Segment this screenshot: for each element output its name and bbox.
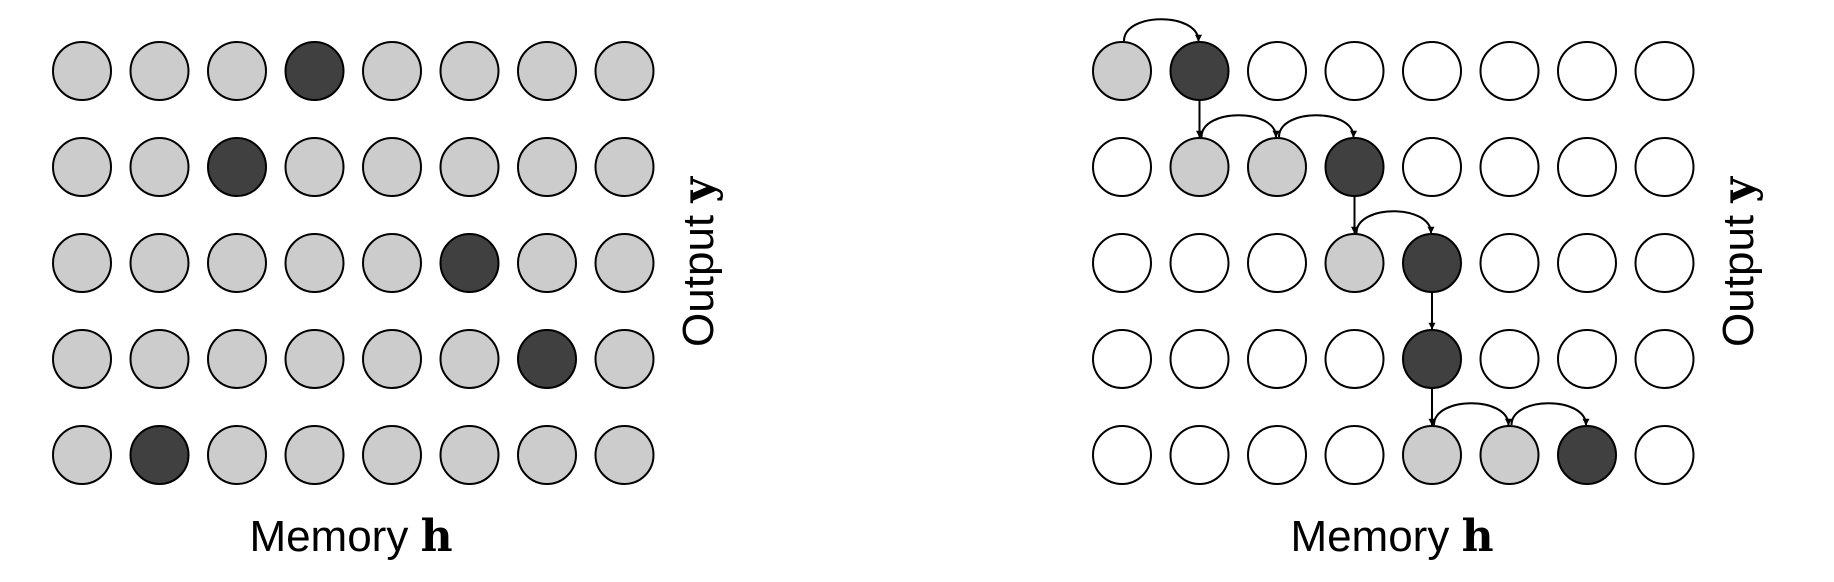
attended-memory-cell	[284, 137, 345, 197]
selected-memory-cell	[1169, 41, 1230, 101]
panel-left	[52, 41, 655, 485]
shift-arrow	[1433, 402, 1512, 426]
unused-memory-cell	[1247, 425, 1307, 485]
panel-right	[1092, 18, 1695, 485]
unused-memory-cell	[1324, 41, 1385, 101]
attended-memory-cell	[284, 329, 345, 389]
unused-memory-cell	[1557, 41, 1617, 101]
output-axis-label-right: Output y	[1713, 176, 1764, 347]
unused-memory-cell	[1557, 137, 1617, 197]
attended-memory-cell	[129, 137, 190, 197]
attended-memory-cell	[129, 233, 190, 293]
unused-memory-cell	[1092, 233, 1152, 293]
attended-memory-cell	[1169, 137, 1230, 197]
unused-memory-cell	[1479, 41, 1540, 101]
attended-memory-cell	[1247, 137, 1307, 197]
attended-memory-cell	[439, 329, 500, 389]
selected-memory-cell	[207, 137, 267, 197]
attended-memory-cell	[284, 425, 345, 485]
selected-memory-cell	[517, 329, 577, 389]
attended-memory-cell	[439, 137, 500, 197]
attended-memory-cell	[594, 329, 655, 389]
attended-memory-cell	[129, 41, 190, 101]
attended-memory-cell	[362, 329, 422, 389]
attended-memory-cell	[594, 425, 655, 485]
unused-memory-cell	[1479, 137, 1540, 197]
attended-memory-cell	[207, 425, 267, 485]
unused-memory-cell	[1169, 425, 1230, 485]
unused-memory-cell	[1247, 233, 1307, 293]
unused-memory-cell	[1324, 425, 1385, 485]
unused-memory-cell	[1169, 329, 1230, 389]
shift-arrow	[1200, 114, 1280, 138]
memory-axis-label-left: Memory h	[249, 511, 452, 562]
attended-memory-cell	[52, 137, 112, 197]
unused-memory-cell	[1634, 425, 1695, 485]
attended-memory-cell	[1402, 425, 1462, 485]
attended-memory-cell	[594, 41, 655, 101]
unused-memory-cell	[1634, 137, 1695, 197]
attended-memory-cell	[517, 233, 577, 293]
selected-memory-cell	[1324, 137, 1385, 197]
unused-memory-cell	[1169, 233, 1230, 293]
selected-memory-cell	[284, 41, 345, 101]
attended-memory-cell	[517, 41, 577, 101]
attended-memory-cell	[207, 329, 267, 389]
unused-memory-cell	[1479, 233, 1540, 293]
unused-memory-cell	[1092, 329, 1152, 389]
attended-memory-cell	[1092, 41, 1152, 101]
attended-memory-cell	[1324, 233, 1385, 293]
attended-memory-cell	[207, 41, 267, 101]
unused-memory-cell	[1324, 329, 1385, 389]
unused-memory-cell	[1092, 137, 1152, 197]
attended-memory-cell	[362, 137, 422, 197]
attended-memory-cell	[439, 41, 500, 101]
attended-memory-cell	[517, 425, 577, 485]
attended-memory-cell	[129, 329, 190, 389]
attended-memory-cell	[594, 137, 655, 197]
selected-memory-cell	[1402, 329, 1462, 389]
attended-memory-cell	[362, 425, 422, 485]
unused-memory-cell	[1092, 425, 1152, 485]
selected-memory-cell	[1557, 425, 1617, 485]
selected-memory-cell	[1402, 233, 1462, 293]
attended-memory-cell	[52, 233, 112, 293]
attended-memory-cell	[207, 233, 267, 293]
output-axis-label-left: Output y	[673, 176, 724, 347]
unused-memory-cell	[1634, 329, 1695, 389]
unused-memory-cell	[1557, 329, 1617, 389]
attended-memory-cell	[594, 233, 655, 293]
attended-memory-cell	[52, 41, 112, 101]
attended-memory-cell	[52, 425, 112, 485]
shift-arrow	[1123, 18, 1202, 42]
selected-memory-cell	[129, 425, 190, 485]
unused-memory-cell	[1247, 41, 1307, 101]
attended-memory-cell	[517, 137, 577, 197]
attended-memory-cell	[1479, 425, 1540, 485]
unused-memory-cell	[1402, 41, 1462, 101]
attended-memory-cell	[362, 233, 422, 293]
unused-memory-cell	[1247, 329, 1307, 389]
selected-memory-cell	[439, 233, 500, 293]
attended-memory-cell	[362, 41, 422, 101]
attended-memory-cell	[439, 425, 500, 485]
attended-memory-cell	[52, 329, 112, 389]
shift-arrow	[1278, 114, 1357, 138]
unused-memory-cell	[1557, 233, 1617, 293]
shift-arrow	[1355, 210, 1435, 234]
shift-arrow	[1510, 402, 1590, 426]
unused-memory-cell	[1634, 233, 1695, 293]
attended-memory-cell	[284, 233, 345, 293]
unused-memory-cell	[1479, 329, 1540, 389]
memory-axis-label-right: Memory h	[1290, 511, 1493, 562]
unused-memory-cell	[1634, 41, 1695, 101]
unused-memory-cell	[1402, 137, 1462, 197]
